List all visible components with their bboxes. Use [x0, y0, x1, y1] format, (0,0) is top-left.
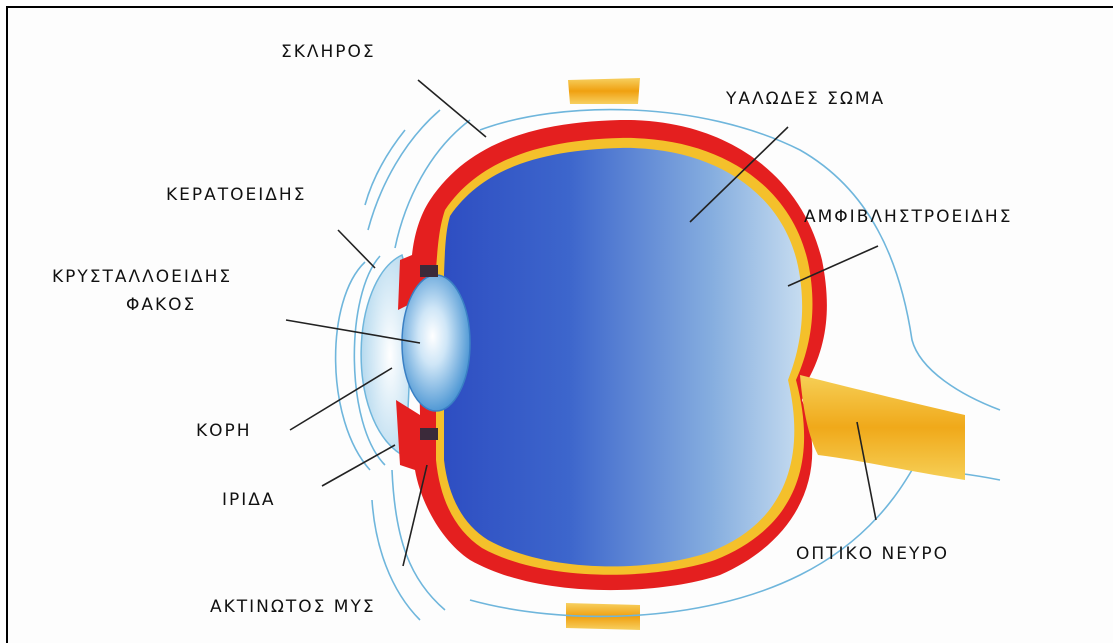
label-iris: ΙΡΙΔΑ: [222, 492, 276, 509]
label-sclera: ΣΚΛΗΡΟΣ: [281, 44, 376, 61]
label-cornea: ΚΕΡΑΤΟΕΙΔΗΣ: [166, 187, 306, 204]
optic-nerve-shape: [800, 375, 965, 480]
ciliary-upper: [420, 265, 438, 277]
ciliary-lower: [420, 428, 438, 440]
label-lens-line2: ΦΑΚΟΣ: [126, 297, 196, 314]
label-lens-line1: ΚΡΥΣΤΑΛΛΟΕΙΔΗΣ: [52, 269, 232, 286]
upper-fat-pad: [568, 78, 640, 104]
label-optic-nerve: ΟΠΤΙΚΟ ΝΕΥΡΟ: [796, 546, 949, 563]
label-ciliary-muscle: ΑΚΤΙΝΩΤΟΣ ΜΥΣ: [210, 599, 376, 616]
lens-shape: [402, 275, 470, 411]
vitreous-body: [444, 148, 802, 566]
label-pupil: ΚΟΡΗ: [196, 423, 252, 440]
label-vitreous-body: ΥΑΛΩΔΕΣ ΣΩΜΑ: [726, 91, 885, 108]
label-choroid: ΑΜΦΙΒΛΗΣΤΡΟΕΙΔΗΣ: [804, 209, 1012, 226]
